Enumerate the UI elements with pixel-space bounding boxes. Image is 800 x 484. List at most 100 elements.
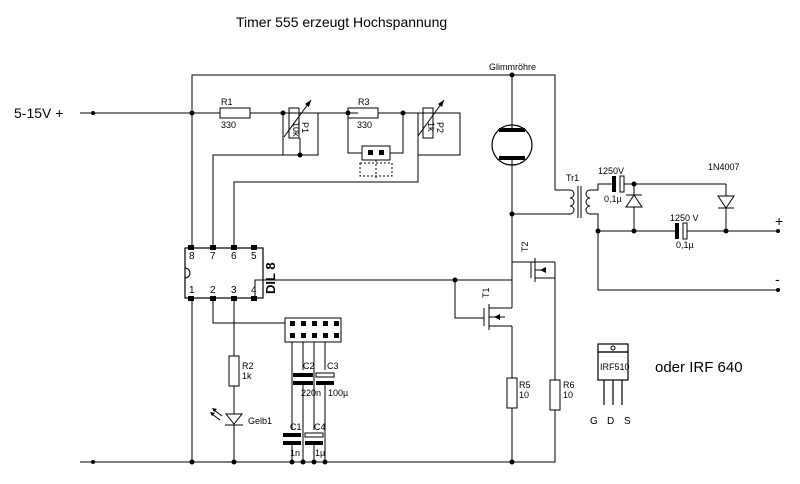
wire-tr-to-switch bbox=[511, 213, 570, 300]
clamp-diode bbox=[625, 194, 643, 208]
t1-name: T1 bbox=[481, 287, 491, 298]
mosfet-pin-s: S bbox=[624, 416, 631, 427]
t2-name: T2 bbox=[520, 241, 530, 252]
r1-resistor bbox=[219, 107, 251, 119]
wire-output-to-t1 bbox=[254, 279, 455, 298]
ic-pin-5 bbox=[251, 245, 257, 250]
c1-plate bbox=[283, 433, 301, 437]
c4-value: 1µ bbox=[315, 448, 325, 458]
p2-arrow-head bbox=[438, 100, 444, 107]
ic-pin-label-3: 3 bbox=[231, 285, 237, 296]
hv-cap2-plate-positive bbox=[682, 222, 688, 240]
output-minus-label: - bbox=[775, 271, 780, 287]
c3-plate-positive bbox=[315, 372, 335, 378]
c2-name: C2 bbox=[303, 361, 315, 371]
led-ray bbox=[213, 409, 223, 417]
output-plus-label: + bbox=[775, 213, 783, 229]
r2-resistor bbox=[228, 355, 240, 387]
junction bbox=[322, 459, 328, 465]
diode-name: 1N4007 bbox=[708, 162, 740, 172]
wire-p2-loop bbox=[417, 112, 461, 156]
junction bbox=[631, 228, 637, 234]
junction bbox=[311, 459, 317, 465]
led-name: Gelb1 bbox=[248, 416, 272, 426]
ic-pin-label-6: 6 bbox=[231, 251, 237, 262]
hv-cap1-voltage: 1250V bbox=[598, 166, 624, 176]
output-minus-terminal bbox=[776, 288, 780, 292]
glow-tube-electrode bbox=[499, 156, 525, 160]
p1-arrow-line bbox=[283, 99, 312, 138]
wire-t1-gate bbox=[454, 280, 484, 319]
c2-plate bbox=[293, 381, 313, 385]
header-pin bbox=[290, 321, 295, 326]
cap-selector-header[interactable] bbox=[284, 317, 342, 343]
header-pin bbox=[334, 321, 339, 326]
r5-value: 10 bbox=[519, 390, 529, 400]
ic-pin-1 bbox=[188, 296, 194, 301]
hv-cap2-voltage: 1250 V bbox=[670, 213, 699, 223]
ic-pin-label-7: 7 bbox=[210, 251, 216, 262]
c3-value: 100µ bbox=[328, 388, 348, 398]
glow-tube-label: Glimmröhre bbox=[489, 62, 536, 72]
mosfet-part-name: IRF510 bbox=[600, 362, 630, 372]
ic-pin-label-8: 8 bbox=[189, 251, 195, 262]
output-plus-terminal bbox=[776, 229, 780, 233]
c4-plate bbox=[305, 441, 323, 445]
r1-name: R1 bbox=[221, 97, 233, 107]
led-ray bbox=[211, 413, 221, 421]
p1-potentiometer bbox=[288, 107, 300, 139]
ic-555-body bbox=[184, 247, 264, 299]
c4-plate-positive bbox=[304, 432, 324, 438]
ic-pin-label-2: 2 bbox=[210, 285, 216, 296]
c4-name: C4 bbox=[314, 422, 326, 432]
wire-sec-return bbox=[590, 213, 778, 291]
jumper-pin bbox=[379, 150, 384, 155]
jumper-block[interactable] bbox=[361, 145, 391, 161]
transformer-secondary bbox=[585, 189, 591, 215]
mosfet-tab-hole bbox=[610, 345, 616, 351]
r6-resistor bbox=[549, 379, 561, 411]
p1-arrow-head bbox=[305, 100, 311, 107]
header-pin bbox=[312, 333, 317, 338]
ic-pin-7 bbox=[210, 245, 216, 250]
wire-pin7 bbox=[212, 138, 301, 248]
r5-name: R5 bbox=[519, 380, 531, 390]
header-pin bbox=[312, 321, 317, 326]
led-gelb1 bbox=[224, 413, 244, 425]
r2-name: R2 bbox=[242, 361, 254, 371]
ic-pin-label-5: 5 bbox=[251, 251, 257, 262]
r1-value: 330 bbox=[221, 120, 236, 130]
p1-name: P1 bbox=[300, 122, 310, 133]
header-pin bbox=[290, 333, 295, 338]
header-pin bbox=[301, 333, 306, 338]
r6-name: R6 bbox=[563, 380, 575, 390]
mosfet-tab bbox=[597, 343, 629, 353]
r2-value: 1k bbox=[242, 371, 252, 381]
c2-plate bbox=[293, 373, 313, 377]
ic-pin-label-4: 4 bbox=[251, 285, 257, 296]
r3-value: 330 bbox=[357, 120, 372, 130]
junction bbox=[231, 459, 237, 465]
p2-potentiometer bbox=[422, 107, 434, 139]
p2-arrow-line bbox=[417, 99, 445, 137]
rectifier-diode-1n4007 bbox=[717, 195, 735, 209]
mosfet-pin-d: D bbox=[607, 416, 614, 427]
r3-name: R3 bbox=[358, 97, 370, 107]
ic-pin-8 bbox=[188, 245, 194, 250]
hv-cap1-plate-positive bbox=[619, 175, 625, 193]
wire-pin2-bus bbox=[212, 298, 285, 324]
hv-cap1-value: 0,1µ bbox=[604, 194, 622, 204]
junction bbox=[280, 110, 286, 116]
c3-plate bbox=[316, 381, 334, 385]
ic-pin-6 bbox=[231, 245, 237, 250]
c3-name: C3 bbox=[327, 361, 339, 371]
c1-value: 1n bbox=[290, 448, 300, 458]
junction bbox=[509, 459, 515, 465]
p2-name: P2 bbox=[435, 122, 445, 133]
junction bbox=[300, 459, 306, 465]
supply-label: 5-15V + bbox=[14, 105, 63, 121]
wire-r6-gnd bbox=[512, 410, 556, 463]
c1-name: C1 bbox=[290, 422, 302, 432]
